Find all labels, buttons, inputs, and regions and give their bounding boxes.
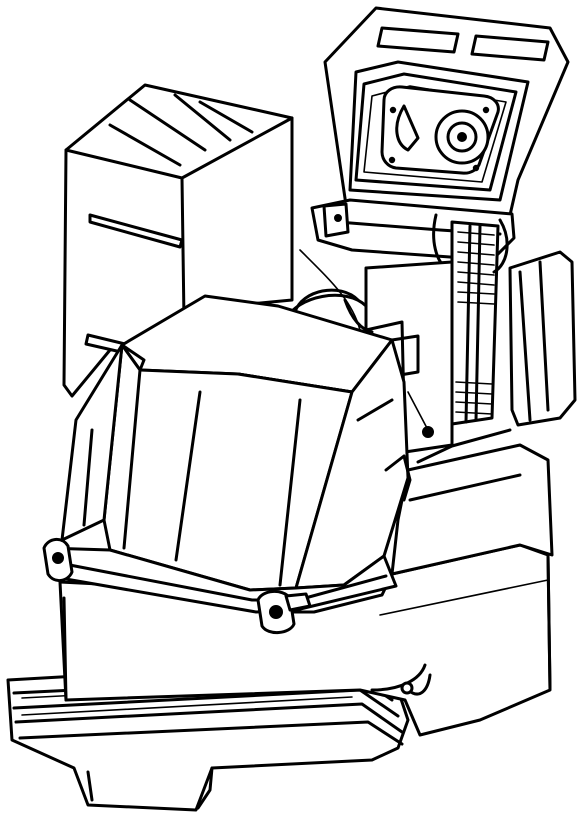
open-lid <box>323 6 570 217</box>
right-side-panel <box>390 250 577 576</box>
rear-wheel <box>384 428 512 502</box>
hinge-assembly <box>310 198 516 454</box>
front-wheels <box>42 538 312 634</box>
